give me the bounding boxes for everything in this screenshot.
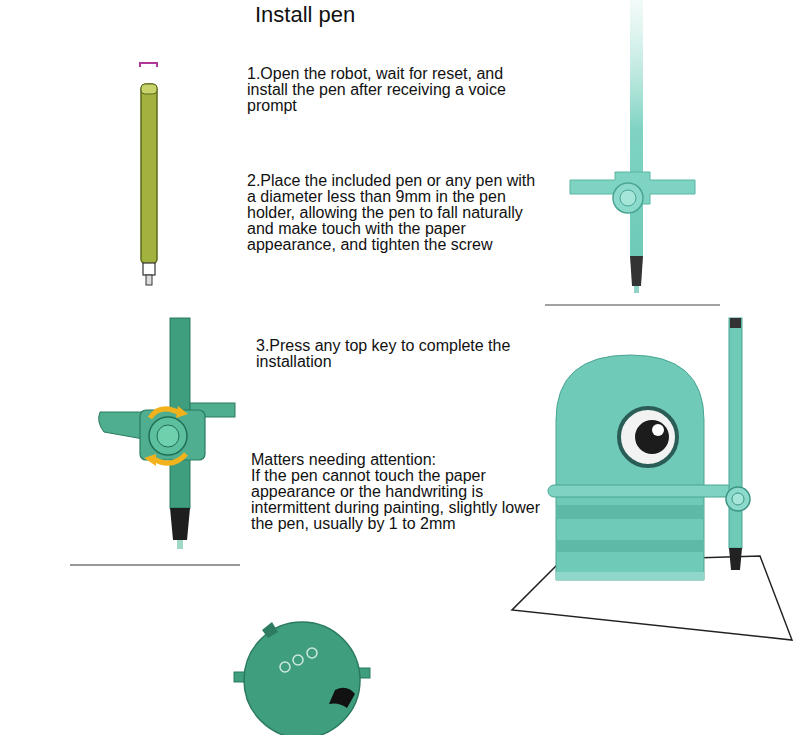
robot-top-view	[234, 622, 370, 735]
page-title: Install pen	[255, 2, 355, 28]
note-text: If the pen cannot touch the paper appear…	[251, 468, 543, 532]
robot-figure	[512, 318, 792, 640]
clamp-figure	[70, 318, 240, 565]
step-text: 3.Press any top key to complete the inst…	[256, 338, 548, 370]
step-text: 2.Place the included pen or any pen with…	[247, 173, 547, 253]
note-heading: Matters needing attention:	[251, 452, 548, 468]
pen-holder-figure	[545, 0, 720, 305]
step-text: 1.Open the robot, wait for reset, and in…	[247, 66, 547, 114]
pen-figure	[140, 63, 157, 285]
